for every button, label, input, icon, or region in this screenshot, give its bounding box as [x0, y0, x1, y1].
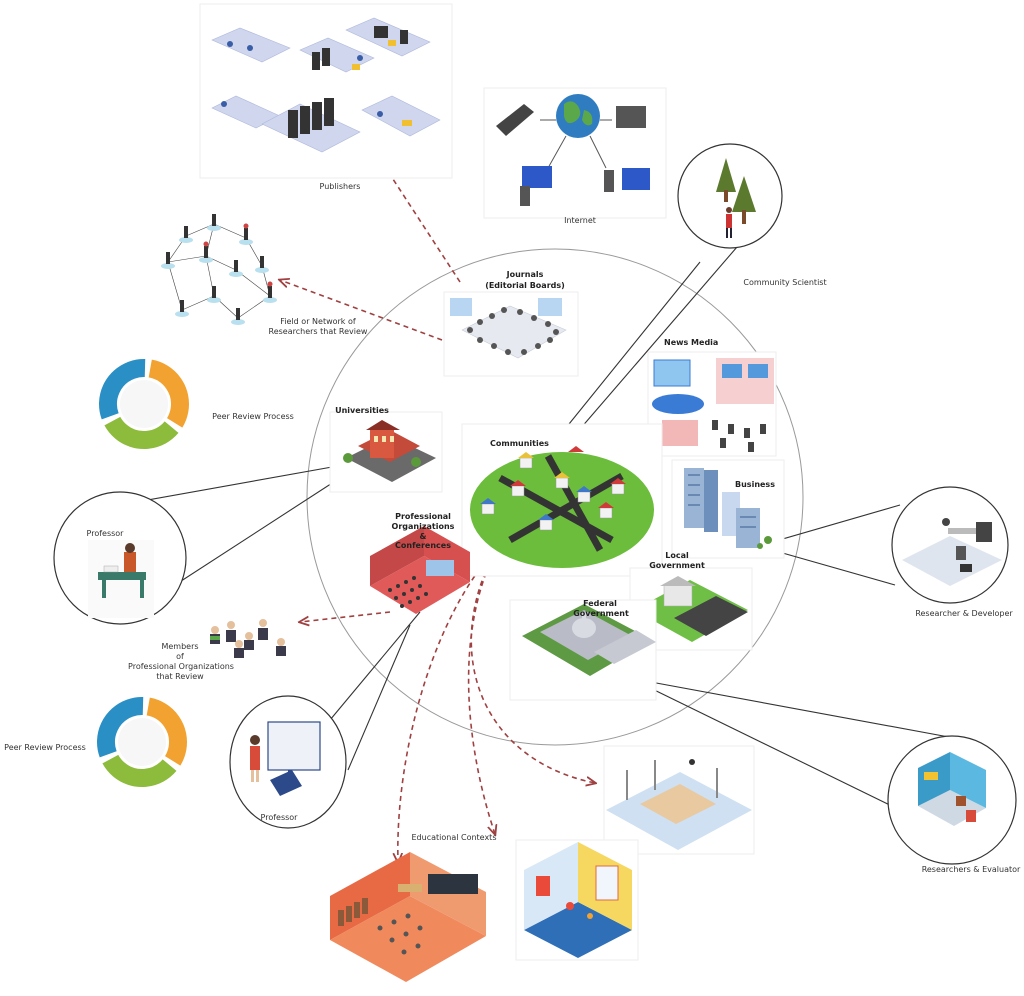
evaluator-illustration — [887, 735, 1017, 865]
label-members-4: that Review — [156, 672, 204, 681]
solid-connectors — [119, 246, 966, 811]
network-illustration — [161, 214, 277, 325]
playroom-illustration — [515, 839, 639, 961]
classroom-illustration — [330, 852, 486, 982]
community-scientist-illustration — [677, 143, 783, 249]
label-federal-gov-1: Federal — [583, 599, 617, 608]
prof-org-illustration — [370, 526, 470, 614]
label-communities: Communities — [490, 439, 549, 448]
label-local-gov-1: Local — [665, 551, 689, 560]
researcher-developer-illustration — [891, 486, 1009, 604]
ecosystem-circle — [306, 248, 804, 746]
business-illustration — [671, 459, 785, 559]
label-community-scientist: Community Scientist — [743, 278, 827, 287]
members-illustration — [210, 619, 286, 658]
label-members-2: of — [176, 652, 184, 661]
label-publishers: Publishers — [319, 182, 361, 191]
label-prof-org-3: & — [419, 532, 427, 541]
label-members-3: Professional Organizations — [128, 662, 234, 671]
internet-illustration — [483, 87, 667, 219]
label-news-media: News Media — [664, 338, 719, 347]
federal-gov-illustration — [509, 599, 657, 701]
communities-illustration — [461, 423, 663, 577]
journals-illustration — [443, 291, 579, 377]
label-journals-2: (Editorial Boards) — [485, 281, 565, 290]
peer-review-cycle-bottom — [97, 697, 187, 787]
label-professor-bottom: Professor — [260, 813, 298, 822]
label-peer-review-top: Peer Review Process — [212, 412, 294, 421]
label-members-1: Members — [161, 642, 199, 651]
label-journals-1: Journals — [506, 270, 544, 279]
peer-review-cycle-top — [99, 359, 189, 449]
label-prof-org-1: Professional — [395, 512, 451, 521]
publishers-illustration — [199, 3, 453, 179]
label-educational-contexts: Educational Contexts — [411, 833, 497, 842]
label-field-network-1: Field or Network of — [280, 317, 356, 326]
label-field-network-2: Researchers that Review — [268, 327, 368, 336]
label-prof-org-2: Organizations — [391, 522, 455, 531]
label-business: Business — [735, 480, 775, 489]
label-professor-top: Professor — [86, 529, 124, 538]
label-researchers-evaluator: Researchers & Evaluator — [921, 865, 1021, 874]
label-internet: Internet — [564, 216, 596, 225]
label-local-gov-2: Government — [649, 561, 705, 570]
label-prof-org-4: Conferences — [395, 541, 451, 550]
label-universities: Universities — [335, 406, 389, 415]
label-peer-review-bottom: Peer Review Process — [4, 743, 86, 752]
professor-top-illustration — [53, 491, 187, 625]
news-media-illustration — [647, 351, 777, 457]
skatepark-illustration — [603, 745, 755, 855]
universities-illustration — [329, 411, 443, 493]
label-researcher-developer: Researcher & Developer — [915, 609, 1013, 618]
professor-bottom-illustration — [229, 695, 347, 829]
label-federal-gov-2: Government — [573, 609, 629, 618]
